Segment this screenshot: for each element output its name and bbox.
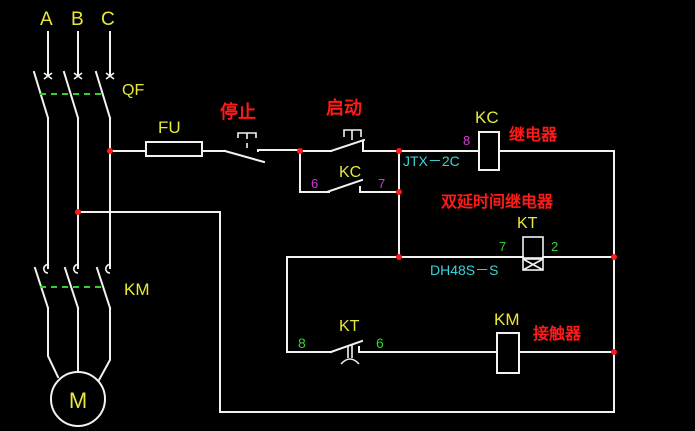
fu-label: FU xyxy=(158,118,181,137)
kc-contact-terminal-6: 6 xyxy=(311,176,318,191)
junction-dot xyxy=(107,148,113,154)
start-button-symbol[interactable] xyxy=(329,129,400,153)
kc-name-label: 继电器 xyxy=(509,125,558,144)
km-name-label: 接触器 xyxy=(533,324,582,343)
phase-b-label: B xyxy=(71,9,84,30)
kc-coil-terminal-8: 8 xyxy=(463,133,470,148)
kt-coil-label: KT xyxy=(517,215,538,232)
fuse-symbol xyxy=(145,141,203,157)
km-main-contact-label: KM xyxy=(124,280,150,299)
kt-coil-terminal-2: 2 xyxy=(551,239,558,254)
start-button-label: 启动 xyxy=(326,97,362,119)
kt-contact-terminal-6: 6 xyxy=(376,335,384,351)
junction-dots xyxy=(75,148,617,355)
phase-a-label: A xyxy=(40,9,53,30)
kt-name-label: 双延时间继电器 xyxy=(441,192,554,211)
junction-dot xyxy=(75,209,81,215)
kt-model-label: DH48S－S xyxy=(430,262,498,278)
kc-coil-label: KC xyxy=(475,108,499,127)
qf-label: QF xyxy=(122,82,144,99)
kt-coil-symbol xyxy=(522,236,544,271)
km-coil-symbol xyxy=(496,332,520,374)
kc-contact-terminal-7: 7 xyxy=(378,176,385,191)
junction-dot xyxy=(396,189,402,195)
kt-contact-label: KT xyxy=(339,318,360,335)
qf-breaker-symbol xyxy=(32,70,115,120)
phase-c-label: C xyxy=(101,9,115,30)
kc-contact-label: KC xyxy=(339,164,361,181)
km-coil-label: KM xyxy=(494,310,520,329)
junction-dot xyxy=(611,349,617,355)
kt-coil-terminal-7: 7 xyxy=(499,239,506,254)
junction-dot xyxy=(611,254,617,260)
motor-feed-lines xyxy=(47,307,111,382)
junction-dot xyxy=(396,254,402,260)
kc-holding-contact-symbol xyxy=(325,178,400,194)
junction-dot xyxy=(297,148,303,154)
stop-button-label: 停止 xyxy=(220,101,256,123)
phase-lines-top xyxy=(47,31,111,77)
kt-contact-terminal-8: 8 xyxy=(298,335,306,351)
motor-symbol xyxy=(50,371,106,427)
kt-delay-contact-symbol xyxy=(329,339,401,365)
stop-button-symbol[interactable] xyxy=(223,132,301,164)
phase-lines-middle xyxy=(47,117,111,269)
kc-coil-symbol xyxy=(478,131,500,171)
kc-model-label: JTX－2C xyxy=(403,153,460,169)
km-main-contacts-symbol xyxy=(33,263,112,310)
junction-dot xyxy=(396,148,402,154)
motor-label: M xyxy=(69,388,87,413)
